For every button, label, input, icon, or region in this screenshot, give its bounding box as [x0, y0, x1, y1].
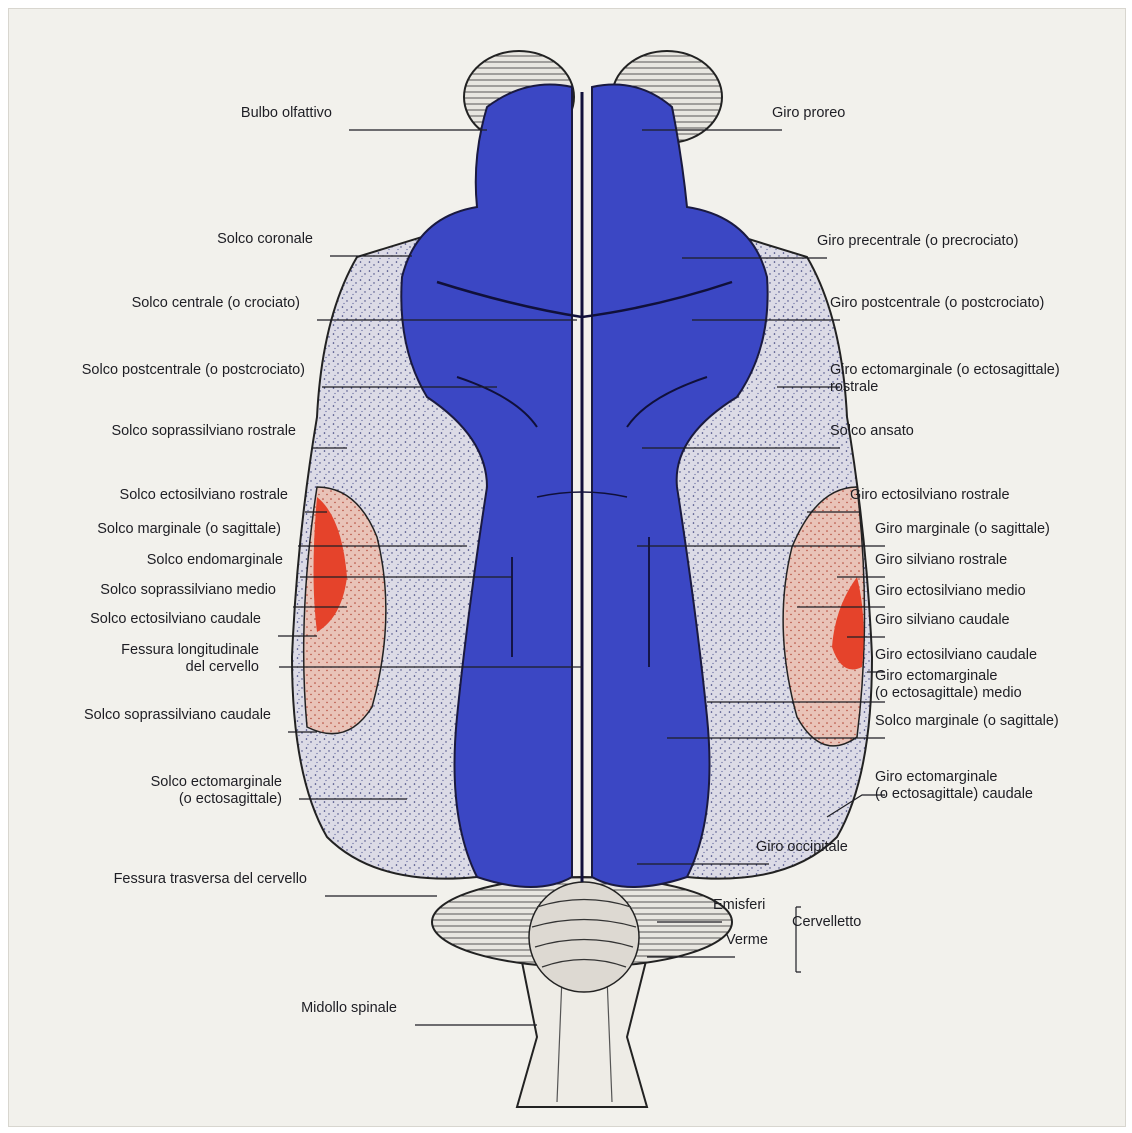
- label-giro-silviano-rostrale: Giro silviano rostrale: [875, 552, 1007, 569]
- label-solco-marginale-right: Solco marginale (o sagittale): [875, 713, 1059, 730]
- figure-page: Bulbo olfattivo Solco coronale Solco cen…: [8, 8, 1126, 1127]
- label-giro-precentrale: Giro precentrale (o precrociato): [817, 233, 1018, 250]
- label-giro-proreo: Giro proreo: [772, 105, 845, 122]
- label-solco-soprassilviano-rostrale: Solco soprassilviano rostrale: [111, 423, 296, 440]
- label-solco-endomarginale: Solco endomarginale: [147, 552, 283, 569]
- label-giro-ectomarginale-caudale-line1: Giro ectomarginale: [875, 769, 1033, 786]
- label-giro-ectosilviano-medio: Giro ectosilviano medio: [875, 583, 1026, 600]
- label-solco-ectosilviano-rostrale: Solco ectosilviano rostrale: [120, 487, 288, 504]
- label-giro-postcentrale: Giro postcentrale (o postcrociato): [830, 295, 1044, 312]
- label-solco-ectomarginale-line2: (o ectosagittale): [151, 791, 282, 808]
- label-giro-ectosilviano-caudale: Giro ectosilviano caudale: [875, 647, 1037, 664]
- label-solco-postcentrale: Solco postcentrale (o postcrociato): [82, 362, 305, 379]
- label-giro-ectomarginale-medio-line1: Giro ectomarginale: [875, 668, 1022, 685]
- label-bulbo-olfattivo: Bulbo olfattivo: [241, 105, 332, 122]
- label-solco-centrale: Solco centrale (o crociato): [132, 295, 300, 312]
- label-fessura-longitudinale-line2: del cervello: [121, 659, 259, 676]
- label-emisferi: Emisferi: [713, 897, 765, 914]
- label-fessura-longitudinale-line1: Fessura longitudinale: [121, 642, 259, 659]
- label-giro-ectomarginale-caudale-line2: (o ectosagittale) caudale: [875, 786, 1033, 803]
- label-giro-ectomarginale-rostrale: Giro ectomarginale (o ectosagittale) ros…: [830, 362, 1060, 396]
- label-solco-marginale-left: Solco marginale (o sagittale): [97, 521, 281, 538]
- label-giro-ectosilviano-rostrale: Giro ectosilviano rostrale: [850, 487, 1010, 504]
- label-fessura-longitudinale: Fessura longitudinale del cervello: [121, 642, 259, 676]
- cerebellar-vermis: [529, 882, 639, 992]
- label-solco-soprassilviano-caudale: Solco soprassilviano caudale: [84, 707, 271, 724]
- label-verme: Verme: [726, 932, 768, 949]
- label-cervelletto: Cervelletto: [792, 914, 861, 931]
- label-solco-ansato: Solco ansato: [830, 423, 914, 440]
- label-solco-ectosilviano-caudale: Solco ectosilviano caudale: [90, 611, 261, 628]
- label-giro-ectomarginale-medio: Giro ectomarginale (o ectosagittale) med…: [875, 668, 1022, 702]
- label-solco-ectomarginale: Solco ectomarginale (o ectosagittale): [151, 774, 282, 808]
- label-giro-ectomarginale-rostrale-line2: rostrale: [830, 379, 1060, 396]
- label-giro-occipitale: Giro occipitale: [756, 839, 848, 856]
- label-giro-ectomarginale-medio-line2: (o ectosagittale) medio: [875, 685, 1022, 702]
- label-giro-marginale: Giro marginale (o sagittale): [875, 521, 1050, 538]
- label-midollo-spinale: Midollo spinale: [301, 1000, 397, 1017]
- label-solco-coronale: Solco coronale: [217, 231, 313, 248]
- label-giro-ectomarginale-caudale: Giro ectomarginale (o ectosagittale) cau…: [875, 769, 1033, 803]
- label-fessura-trasversa: Fessura trasversa del cervello: [114, 871, 307, 888]
- label-solco-ectomarginale-line1: Solco ectomarginale: [151, 774, 282, 791]
- label-giro-silviano-caudale: Giro silviano caudale: [875, 612, 1010, 629]
- label-solco-soprassilviano-medio: Solco soprassilviano medio: [100, 582, 276, 599]
- label-giro-ectomarginale-rostrale-line1: Giro ectomarginale (o ectosagittale): [830, 362, 1060, 379]
